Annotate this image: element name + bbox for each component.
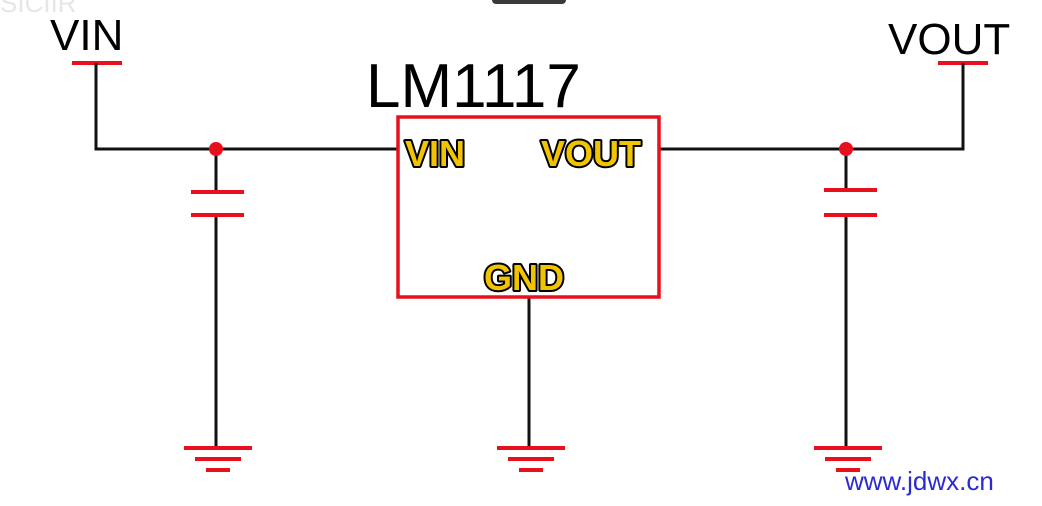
output-capacitor (824, 188, 877, 217)
ground-symbol-center (497, 446, 565, 472)
watermark-url: www.jdwx.cn (844, 466, 994, 496)
regulator-chip (396, 115, 661, 299)
pin-gnd-label: GND (484, 257, 564, 298)
top-handle (492, 0, 566, 4)
output-junction-dot (839, 142, 853, 156)
input-junction-dot (209, 142, 223, 156)
chip-title: LM1117 (366, 52, 581, 121)
ground-symbol-left (184, 446, 252, 472)
vin-wire (94, 63, 397, 151)
vout-wire (660, 63, 965, 151)
vout-net-label: VOUT (888, 15, 1010, 64)
input-capacitor (191, 190, 244, 217)
faint-logo-watermark: SICIIR (0, 0, 77, 18)
pin-vout-label: VOUT (541, 133, 641, 174)
pin-vin-label: VIN (405, 133, 465, 174)
ground-symbol-right (814, 446, 882, 472)
vin-net-label: VIN (50, 11, 123, 60)
